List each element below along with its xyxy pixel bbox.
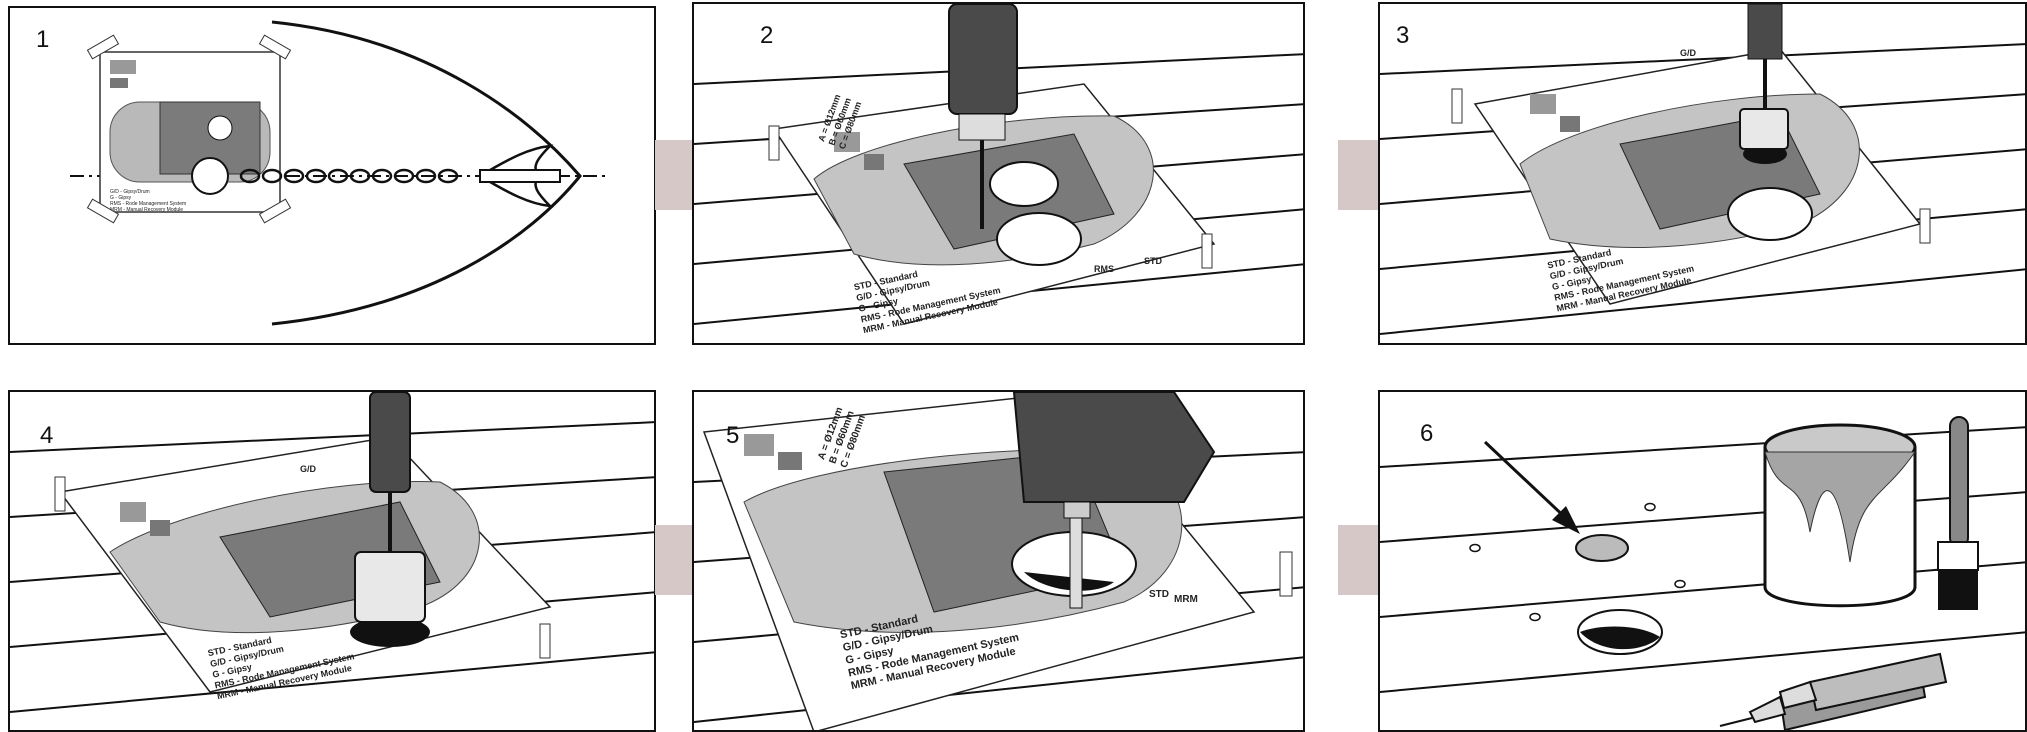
tape-piece	[54, 476, 66, 512]
hole-shadow	[1580, 626, 1660, 650]
jigsaw	[1012, 392, 1216, 503]
paint-brush-handle	[1949, 416, 1969, 548]
step-number: 3	[1396, 22, 1410, 49]
step-4-illustration: STD - Standard G/D - Gipsy/Drum G - Gips…	[10, 392, 654, 713]
template-badge-2	[1560, 116, 1580, 132]
tape-piece	[258, 198, 292, 224]
step-number: 5	[726, 422, 740, 449]
sealant-tubes	[1719, 652, 1948, 730]
paint-brush-bristles	[1938, 570, 1978, 610]
legend-line: MRM - Manual Recovery Module	[110, 207, 183, 213]
drill-chuck	[958, 113, 1006, 141]
step-number: 4	[40, 422, 54, 449]
tape-piece	[86, 34, 120, 60]
zone-label-std: STD	[1149, 589, 1169, 600]
hole-b-mark	[207, 115, 233, 141]
bow-roller-channel	[479, 169, 561, 183]
step-1-illustration: G/D - Gipsy/Drum G - Gipsy RMS - Rode Ma…	[70, 20, 610, 326]
step-3-illustration: STD - Standard G/D - Gipsy/Drum G - Gips…	[1380, 4, 2025, 335]
zone-label-std: STD	[1144, 256, 1163, 266]
hole-saw	[354, 551, 426, 623]
power-drill	[1747, 4, 1783, 60]
template-badge-2	[864, 154, 884, 170]
power-drill	[948, 4, 1018, 115]
tape-piece	[768, 125, 780, 161]
step-2-illustration: STD - Standard G/D - Gipsy/Drum G - Gips…	[694, 4, 1303, 335]
legend-line: G/D - Gipsy/Drum	[110, 189, 150, 195]
template-badge-2	[778, 452, 802, 470]
template-badge-2	[150, 520, 170, 536]
template-badge-2	[110, 78, 128, 88]
paint-drips	[1764, 451, 1916, 563]
jigsaw-clamp	[1063, 501, 1091, 519]
legend-line: RMS - Rode Management System	[110, 201, 186, 207]
template-badge	[834, 132, 860, 152]
drilled-holes	[1469, 502, 1686, 622]
step-5-illustration: STD - Standard G/D - Gipsy/Drum G - Gips…	[694, 392, 1303, 730]
zone-label-gd: G/D	[1680, 48, 1697, 58]
tape-piece	[1919, 208, 1931, 244]
paint-brush-ferrule	[1937, 541, 1979, 571]
step-2-panel: STD - Standard G/D - Gipsy/Drum G - Gips…	[692, 2, 1305, 345]
template-badge	[110, 60, 136, 74]
tape-piece	[1201, 233, 1213, 269]
power-drill	[369, 392, 411, 493]
tape-piece	[258, 34, 292, 60]
tape-piece	[1279, 551, 1293, 597]
template-badge	[120, 502, 146, 522]
step-6-illustration	[1380, 416, 2025, 730]
zone-label-gd: G/D	[300, 464, 317, 474]
step-number: 2	[760, 22, 774, 49]
cut-opening	[1024, 572, 1114, 591]
tape-piece	[1451, 88, 1463, 124]
step-5-panel: STD - Standard G/D - Gipsy/Drum G - Gips…	[692, 390, 1305, 732]
hole-saw	[1739, 108, 1789, 150]
tape-piece	[86, 198, 120, 224]
hole-b-outline	[989, 161, 1059, 207]
hole-c-outline	[996, 212, 1082, 266]
template-badge	[744, 434, 774, 456]
tape-piece	[539, 623, 551, 659]
pointer-arrow-head	[1552, 506, 1580, 534]
step-number: 6	[1420, 420, 1434, 447]
hole-c-mark	[191, 157, 229, 195]
hole-c-outline	[1727, 187, 1813, 241]
bow-outline	[271, 20, 582, 326]
zone-label-mrm: MRM	[1174, 594, 1198, 605]
zone-label-rms: RMS	[1094, 264, 1114, 274]
sealed-hole	[1575, 534, 1629, 562]
anchor-chain	[239, 168, 459, 184]
step-1-panel: G/D - Gipsy/Drum G - Gipsy RMS - Rode Ma…	[8, 6, 656, 345]
cut-hole-c	[350, 617, 430, 647]
step-3-panel: STD - Standard G/D - Gipsy/Drum G - Gips…	[1378, 2, 2027, 345]
jigsaw-blade	[1069, 517, 1083, 609]
step-4-panel: STD - Standard G/D - Gipsy/Drum G - Gips…	[8, 390, 656, 732]
pointer-arrow	[1483, 440, 1572, 524]
step-number: 1	[36, 26, 50, 53]
template-badge	[1530, 94, 1556, 114]
legend-line: G - Gipsy	[110, 195, 132, 201]
deck-planks	[1380, 426, 2025, 693]
step-6-panel: 6	[1378, 390, 2027, 732]
